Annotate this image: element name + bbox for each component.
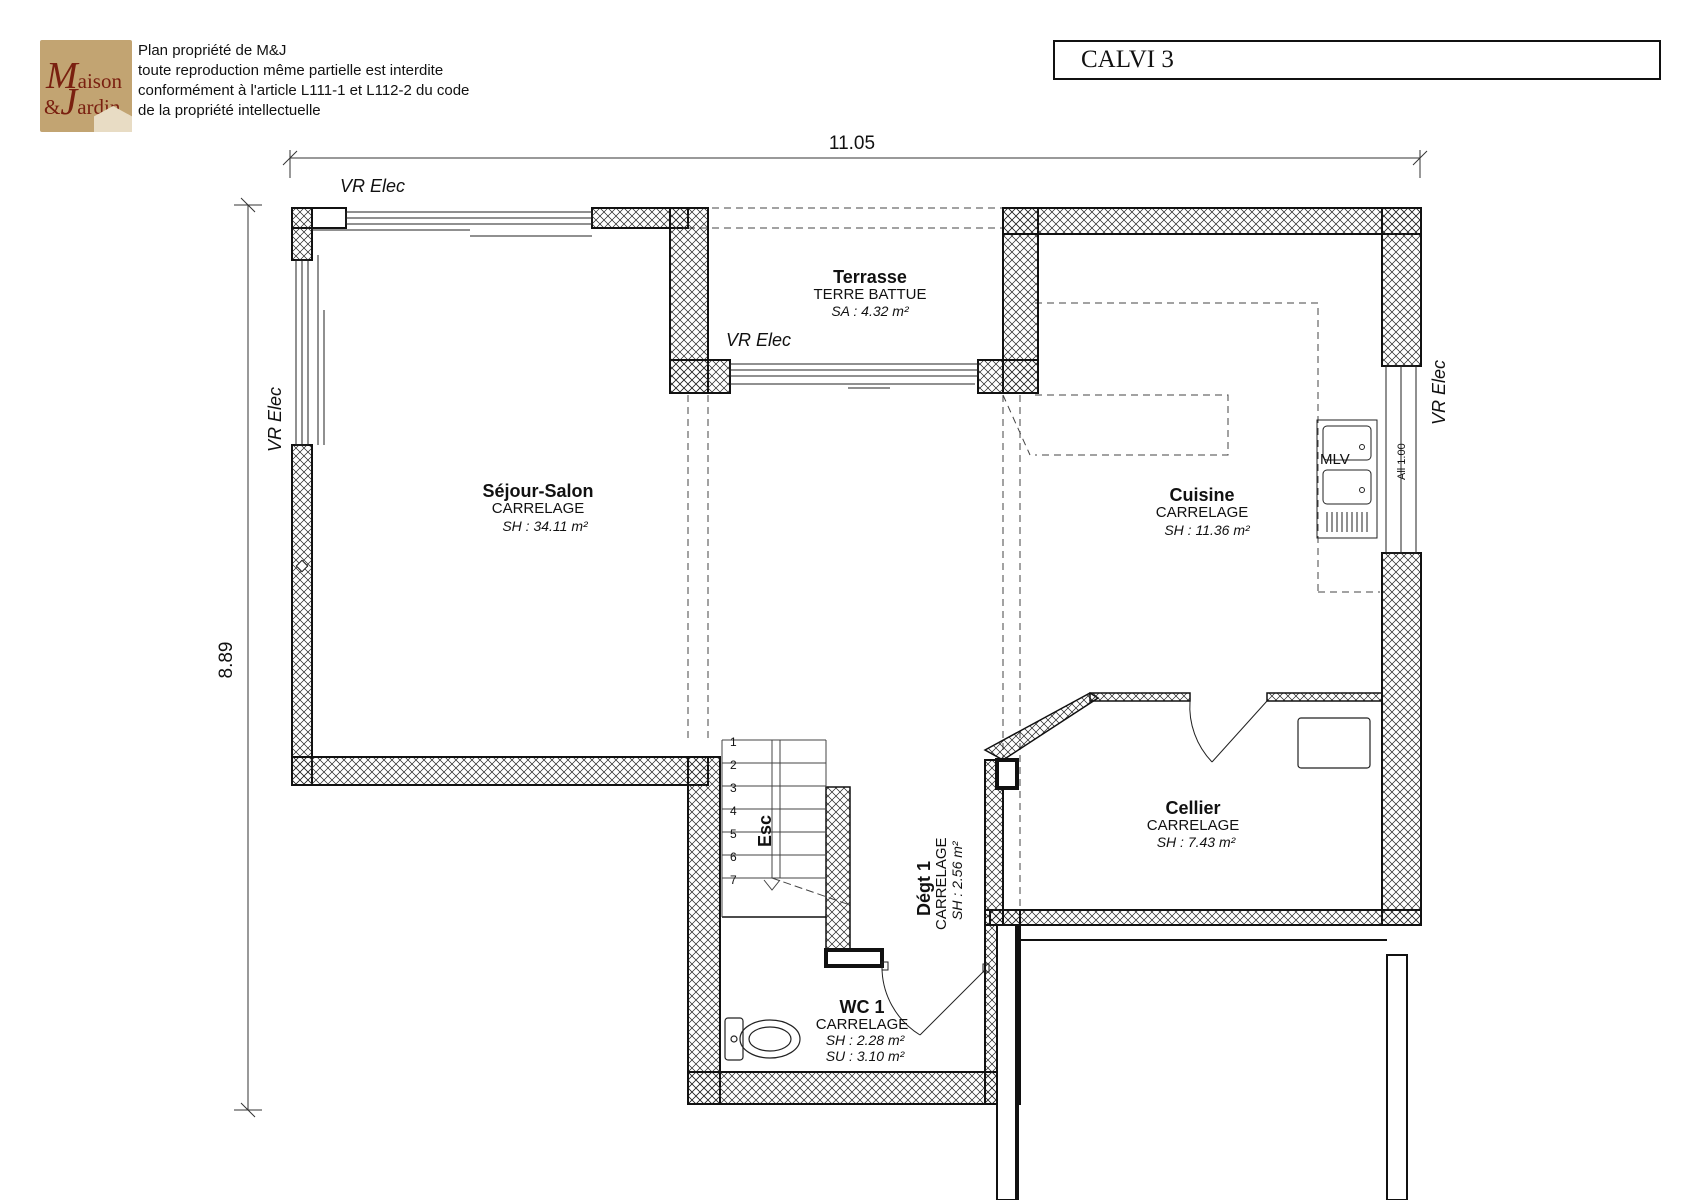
copyright-notice: Plan propriété de M&J toute reproduction… [138, 41, 469, 121]
room-esc-name: Esc [755, 815, 775, 847]
cellier-appliance [1297, 717, 1371, 769]
room-cuisine-name: Cuisine [1169, 485, 1234, 505]
room-terrasse-floor: TERRE BATTUE [813, 286, 926, 303]
allege-label: All 1.00 [1396, 443, 1408, 480]
dimension-width [282, 150, 1428, 178]
stair-step-number: 2 [730, 758, 737, 772]
stair-step-number: 1 [730, 735, 737, 749]
vr-elec-label-terrasse: VR Elec [726, 330, 791, 350]
stair-step-number: 7 [730, 873, 737, 887]
mlv-label: MLV [1320, 451, 1350, 468]
stair-step-number: 3 [730, 781, 737, 795]
copyright-line: conformément à l'article L111-1 et L112-… [138, 82, 470, 99]
walls [291, 207, 1422, 1200]
copyright-line: de la propriété intellectuelle [138, 102, 321, 119]
room-cellier-area: SH : 7.43 m² [1157, 834, 1237, 850]
room-wc-name: WC 1 [840, 997, 885, 1017]
staircase [721, 739, 851, 918]
dimension-depth [234, 197, 262, 1118]
room-terrasse-area: SA : 4.32 m² [831, 303, 910, 319]
plan-title-box: CALVI 3 [1053, 40, 1661, 80]
toilet-icon [724, 1017, 801, 1061]
plan-title: CALVI 3 [1081, 46, 1174, 73]
stair-step-number: 4 [730, 804, 737, 818]
room-cellier-floor: CARRELAGE [1147, 817, 1240, 834]
room-sejour-floor: CARRELAGE [492, 500, 585, 517]
dimension-depth-label: 8.89 [216, 642, 237, 679]
room-sejour-name: Séjour-Salon [482, 481, 593, 501]
roof-overhang-lines [687, 207, 1380, 910]
vr-elec-label-top: VR Elec [340, 176, 405, 196]
room-sejour-area: SH : 34.11 m² [502, 518, 589, 534]
doors [881, 700, 1268, 1036]
logo-line-1: Maison [46, 55, 122, 97]
vr-elec-label-right: VR Elec [1429, 360, 1449, 425]
windows [295, 211, 1417, 554]
vr-elec-label-left: VR Elec [265, 387, 285, 452]
dimension-width-label: 11.05 [829, 133, 875, 154]
maison-jardin-logo: Maison &Jardin [40, 40, 132, 132]
stair-step-number: 6 [730, 850, 737, 864]
room-degt-area: SH : 2.56 m² [949, 840, 965, 920]
room-wc-area: SH : 2.28 m² [826, 1032, 906, 1048]
room-cellier-name: Cellier [1165, 798, 1220, 818]
kitchen-sink [1316, 419, 1378, 539]
room-degt-floor: CARRELAGE [933, 837, 950, 930]
wall-marker [295, 559, 309, 573]
copyright-line: Plan propriété de M&J [138, 42, 287, 59]
room-wc-area-2: SU : 3.10 m² [826, 1048, 906, 1064]
room-cuisine-area: SH : 11.36 m² [1164, 522, 1251, 538]
room-degt-name: Dégt 1 [914, 861, 934, 916]
stair-step-number: 5 [730, 827, 737, 841]
room-cuisine-floor: CARRELAGE [1156, 504, 1249, 521]
room-terrasse-name: Terrasse [833, 267, 907, 287]
copyright-line: toute reproduction même partielle est in… [138, 62, 444, 79]
room-wc-floor: CARRELAGE [816, 1016, 909, 1033]
